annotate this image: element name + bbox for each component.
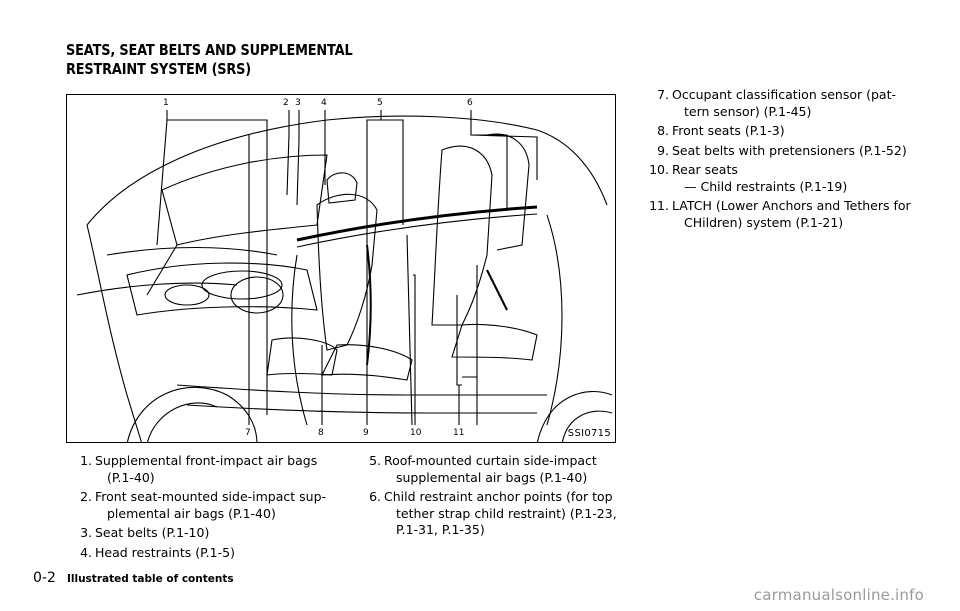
list-item: 8. Front seats (P.1-3) xyxy=(643,123,913,140)
callout-5: 5 xyxy=(377,98,383,108)
item-text-cont2: P.1-31, P.1-35) xyxy=(396,522,485,537)
item-text: Seat belts with pretensioners (P.1-52) xyxy=(672,142,907,158)
item-number: 3. xyxy=(80,525,92,540)
item-text: Seat belts (P.1-10) xyxy=(95,525,210,540)
item-number: 4. xyxy=(80,544,92,560)
list-item: 4. Head restraints (P.1-5) xyxy=(66,545,336,562)
item-text: Child restraint anchor points (for top xyxy=(384,489,613,504)
item-text-cont: CHildren) system (P.1-21) xyxy=(684,214,844,230)
list-item: 9. Seat belts with pretensioners (P.1-52… xyxy=(643,143,913,160)
list-item: 5. Roof-mounted curtain side-impact supp… xyxy=(355,453,620,486)
item-text-cont: — Child restraints (P.1-19) xyxy=(684,178,848,194)
list-item: 2. Front seat-mounted side-impact sup- p… xyxy=(66,489,336,522)
list-item: 6. Child restraint anchor points (for to… xyxy=(355,489,620,539)
item-text: Supplemental front-impact air bags xyxy=(95,453,318,468)
section-title-line1: SEATS, SEAT BELTS AND SUPPLEMENTAL xyxy=(66,41,353,59)
item-text: Front seats (P.1-3) xyxy=(672,123,785,138)
item-text: LATCH (Lower Anchors and Tethers for xyxy=(672,198,911,213)
callout-6: 6 xyxy=(467,98,473,108)
page-number: 0-2 xyxy=(33,570,56,586)
page-label: Illustrated table of contents xyxy=(66,573,234,585)
list-item: 7. Occupant classification sensor (pat- … xyxy=(643,87,913,120)
figure-code: SSI0715 xyxy=(567,428,611,439)
item-text-cont: tern sensor) (P.1-45) xyxy=(684,103,812,119)
item-text: Roof-mounted curtain side-impact xyxy=(384,453,597,468)
item-number: 9. xyxy=(657,142,669,158)
item-number: 10. xyxy=(649,162,669,177)
item-text: Rear seats xyxy=(672,162,738,177)
item-text-cont: tether strap child restraint) (P.1-23, xyxy=(396,505,617,521)
list-item: 11. LATCH (Lower Anchors and Tethers for… xyxy=(643,198,913,231)
callout-1: 1 xyxy=(163,98,169,108)
car-line-drawing xyxy=(76,110,613,442)
callout-11: 11 xyxy=(453,428,465,438)
list-item: 10. Rear seats — Child restraints (P.1-1… xyxy=(643,162,913,195)
item-number: 7. xyxy=(657,87,669,102)
item-text: Front seat-mounted side-impact sup- xyxy=(95,489,327,504)
callout-3: 3 xyxy=(295,98,301,108)
item-text-cont: supplemental air bags (P.1-40) xyxy=(396,469,588,485)
list-item: 3. Seat belts (P.1-10) xyxy=(66,525,336,542)
item-number: 2. xyxy=(80,489,92,504)
callout-9: 9 xyxy=(363,428,369,438)
item-number: 1. xyxy=(80,453,92,468)
car-interior-illustration: 1 2 3 4 5 6 7 8 9 10 11 SSI0715 xyxy=(66,94,616,443)
item-number: 6. xyxy=(369,489,381,504)
section-title: SEATS, SEAT BELTS AND SUPPLEMENTAL RESTR… xyxy=(66,41,353,79)
callout-8: 8 xyxy=(318,428,324,438)
item-list-middle: 5. Roof-mounted curtain side-impact supp… xyxy=(355,453,620,542)
item-text-cont: plemental air bags (P.1-40) xyxy=(107,505,276,521)
page-footer: 0-2 Illustrated table of contents xyxy=(33,567,234,586)
item-list-right: 7. Occupant classification sensor (pat- … xyxy=(643,87,913,234)
list-item: 1. Supplemental front-impact air bags (P… xyxy=(66,453,336,486)
item-text: Occupant classification sensor (pat- xyxy=(672,87,897,102)
item-number: 5. xyxy=(369,453,381,468)
section-title-line2: RESTRAINT SYSTEM (SRS) xyxy=(66,60,252,78)
watermark: carmanualsonline.info xyxy=(753,586,924,604)
callout-7: 7 xyxy=(245,428,251,438)
item-list-left: 1. Supplemental front-impact air bags (P… xyxy=(66,453,336,564)
item-number: 11. xyxy=(649,198,669,213)
item-text-cont: (P.1-40) xyxy=(107,469,155,485)
item-text: Head restraints (P.1-5) xyxy=(95,544,235,560)
callout-4: 4 xyxy=(321,98,327,108)
callout-2: 2 xyxy=(283,98,289,108)
callout-10: 10 xyxy=(410,428,422,438)
item-number: 8. xyxy=(657,123,669,138)
